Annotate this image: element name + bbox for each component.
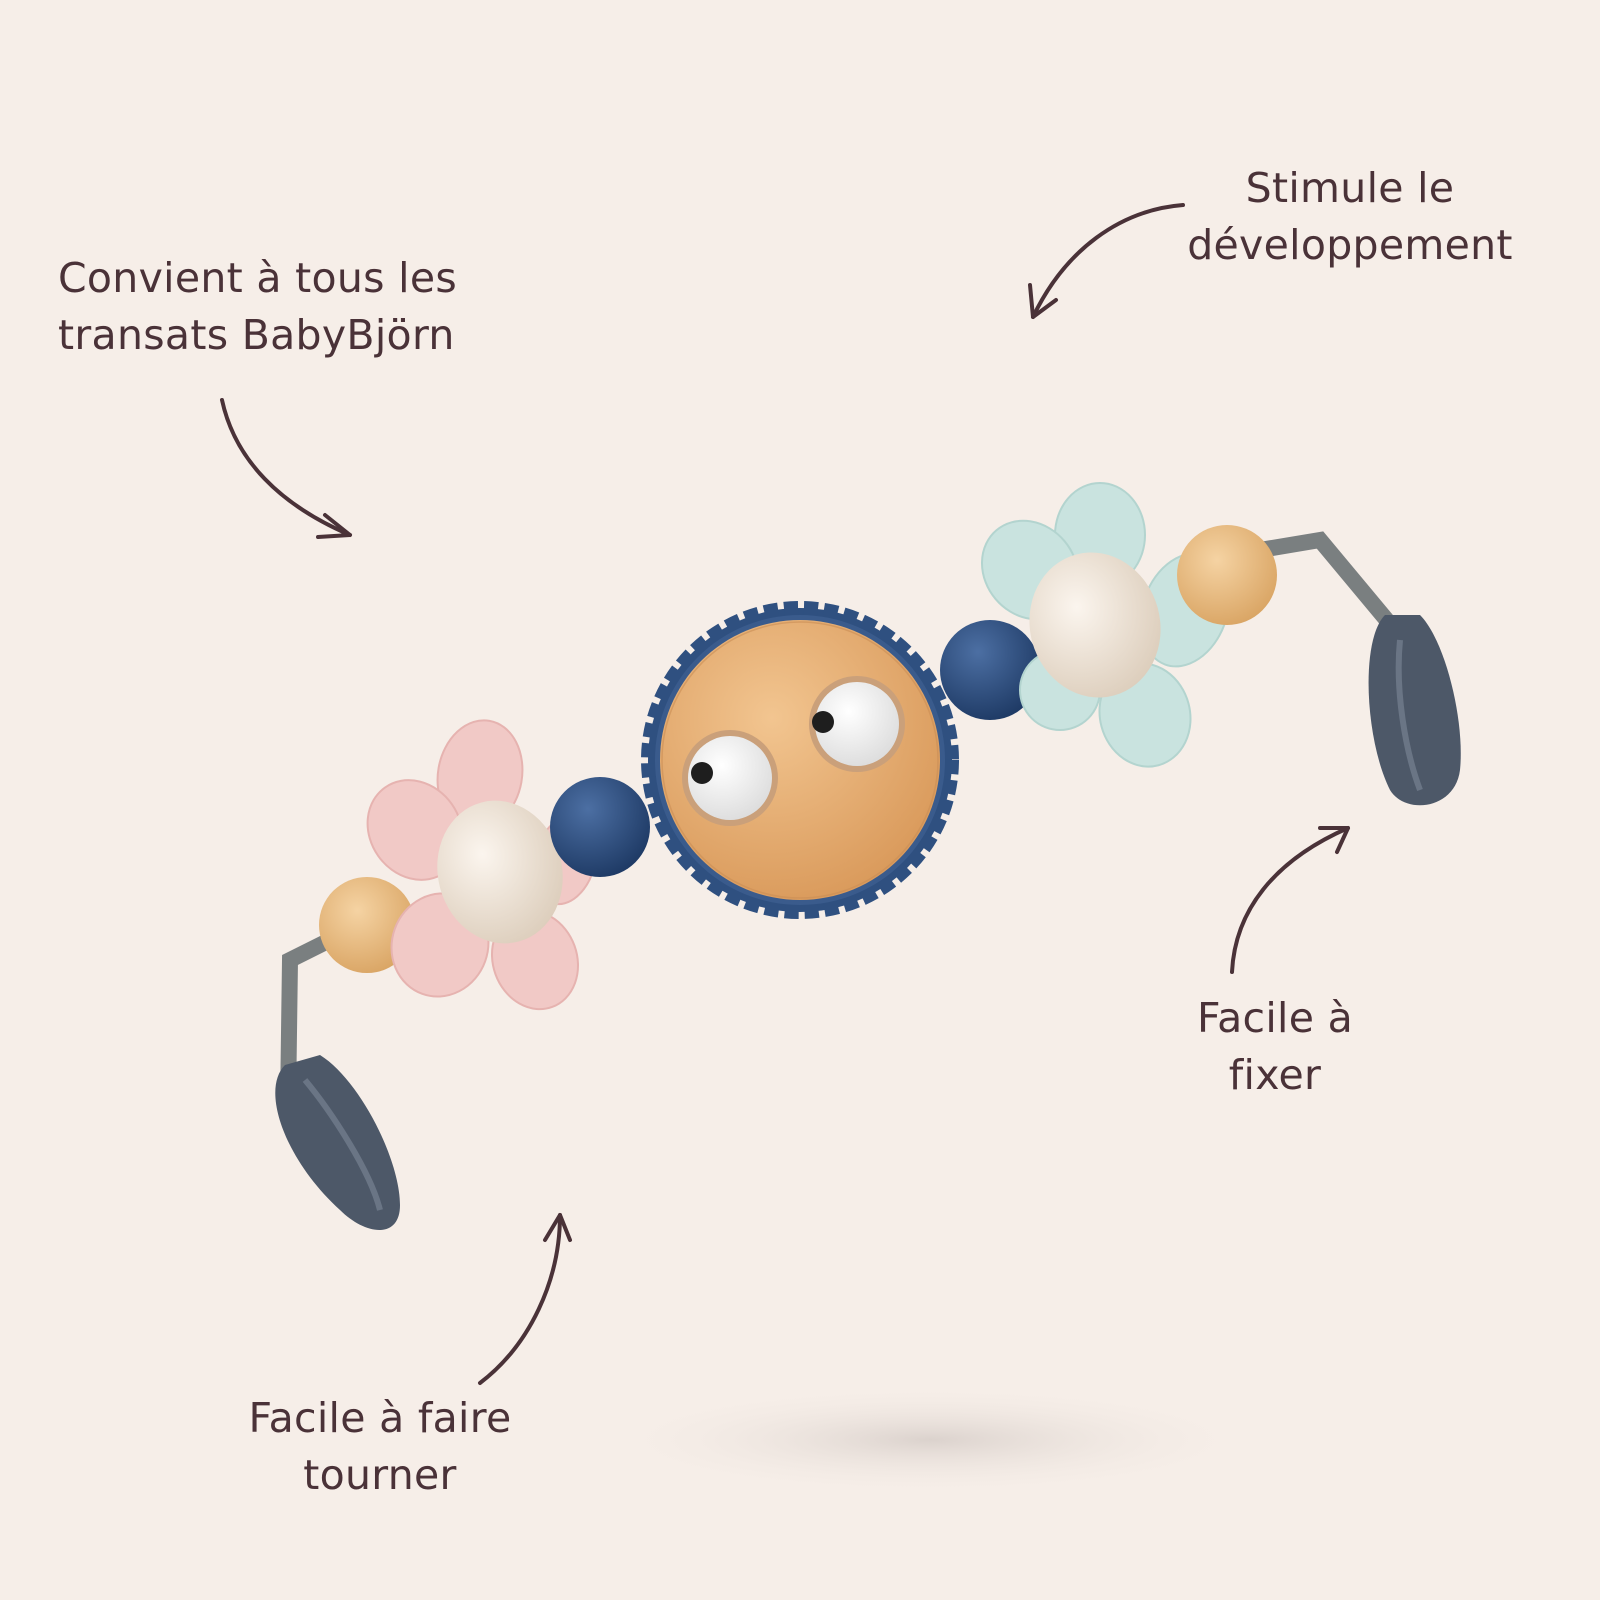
label-line: fixer (1228, 1051, 1322, 1099)
curved-arrow-icon (478, 1213, 572, 1385)
label-easy-to-spin: Facile à faire tourner (220, 1390, 540, 1504)
face-disc (641, 601, 959, 919)
left-clip (275, 932, 400, 1230)
right-navy-bead (940, 620, 1040, 720)
label-line: tourner (303, 1451, 457, 1499)
floor-shadow (600, 1385, 1260, 1495)
label-fits-all-bouncers: Convient à tous les transats BabyBjörn (58, 250, 457, 364)
curved-arrow-icon (1230, 826, 1350, 974)
label-line: développement (1187, 221, 1513, 269)
label-easy-to-attach: Facile à fixer (1130, 990, 1420, 1104)
curved-arrow-icon (1028, 203, 1185, 319)
label-line: Facile à faire (248, 1394, 512, 1442)
pink-flower-center (437, 800, 563, 944)
label-stimulates-development: Stimule le développement (1150, 160, 1550, 274)
label-line: Stimule le (1245, 164, 1455, 212)
label-line: Facile à (1196, 994, 1354, 1042)
right-wood-bead (1177, 525, 1277, 625)
curved-arrow-icon (220, 398, 352, 539)
label-line: transats BabyBjörn (58, 311, 455, 359)
left-eye (682, 730, 778, 826)
mint-flower-center (1029, 552, 1161, 698)
label-line: Convient à tous les (58, 254, 458, 302)
right-clip (1252, 531, 1461, 806)
left-navy-bead (550, 777, 650, 877)
right-eye (809, 676, 905, 772)
